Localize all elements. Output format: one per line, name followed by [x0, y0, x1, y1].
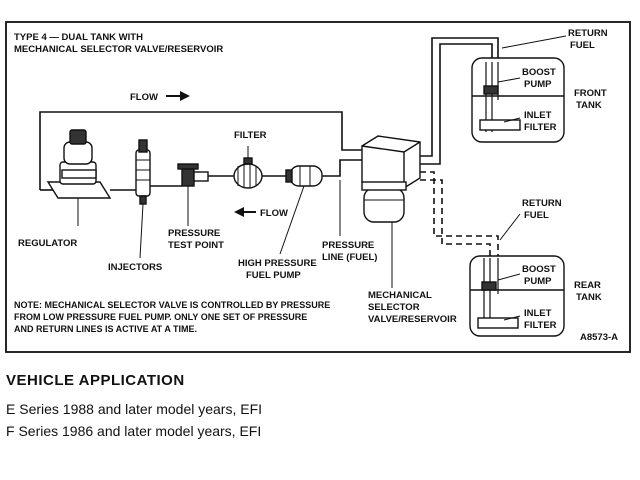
flow-label-top: FLOW: [130, 92, 158, 103]
pressure-test-point-part: [177, 163, 209, 187]
selector-valve-reservoir-part: [361, 135, 421, 223]
front-boost-label-2: PUMP: [524, 79, 552, 90]
note-line-2: FROM LOW PRESSURE FUEL PUMP. ONLY ONE SE…: [14, 312, 307, 322]
pressure-test-point-label-1: PRESSURE: [168, 228, 220, 239]
rear-boost-label-2: PUMP: [524, 276, 552, 287]
front-return-pipe: [420, 37, 499, 157]
vehicle-application-heading: VEHICLE APPLICATION: [6, 372, 185, 389]
front-boost-label-1: BOOST: [522, 67, 556, 78]
front-inlet-label-1: INLET: [524, 110, 552, 121]
rear-tank-label-2: TANK: [576, 292, 602, 303]
application-line-e-series: E Series 1988 and later model years, EFI: [6, 401, 263, 417]
front-tank-label-1: FRONT: [574, 88, 607, 99]
rear-tank-part: [469, 255, 565, 337]
filter-label: FILTER: [234, 130, 267, 141]
rear-return-label-1: RETURN: [522, 198, 562, 209]
high-pressure-pump-part: [285, 165, 323, 187]
vehicle-application-section: VEHICLE APPLICATION E Series 1988 and la…: [6, 372, 626, 445]
front-tank-part: [471, 57, 565, 143]
flow-arrow-right-icon: [166, 91, 190, 101]
rear-inlet-label-1: INLET: [524, 308, 552, 319]
diagram-border: [5, 21, 631, 353]
rear-boost-label-1: BOOST: [522, 264, 556, 275]
front-return-label-1: RETURN: [568, 28, 608, 39]
hp-pump-label-2: FUEL PUMP: [246, 270, 301, 281]
selector-label-2: SELECTOR: [368, 302, 420, 313]
diagram-title-line-1: TYPE 4 — DUAL TANK WITH: [14, 32, 143, 43]
rear-supply-pipe: [420, 179, 491, 256]
flow-arrow-left-icon: [234, 207, 256, 217]
note-line-3: AND RETURN LINES IS ACTIVE AT A TIME.: [14, 324, 197, 334]
figure-code: A8573-A: [580, 332, 618, 343]
front-inlet-label-2: FILTER: [524, 122, 557, 133]
front-tank-label-2: TANK: [576, 100, 602, 111]
regulator-part: [46, 129, 112, 199]
pressure-line-pipe: [322, 159, 362, 177]
pressure-line-label-1: PRESSURE: [322, 240, 374, 251]
pressure-line-label-2: LINE (FUEL): [322, 252, 377, 263]
rear-return-label-2: FUEL: [524, 210, 549, 221]
front-supply-pipe: [420, 43, 493, 165]
hp-pump-label-1: HIGH PRESSURE: [238, 258, 317, 269]
selector-label-3: VALVE/RESERVOIR: [368, 314, 457, 325]
note-line-1: NOTE: MECHANICAL SELECTOR VALVE IS CONTR…: [14, 300, 330, 310]
pressure-test-point-label-2: TEST POINT: [168, 240, 224, 251]
flow-label-bottom: FLOW: [260, 208, 288, 219]
diagram-title-line-2: MECHANICAL SELECTOR VALVE/RESERVOIR: [14, 44, 223, 55]
injectors-label: INJECTORS: [108, 262, 162, 273]
rear-tank-label-1: REAR: [574, 280, 601, 291]
rear-inlet-label-2: FILTER: [524, 320, 557, 331]
application-line-f-series: F Series 1986 and later model years, EFI: [6, 423, 262, 439]
front-return-label-2: FUEL: [570, 40, 595, 51]
injectors-part: [135, 139, 151, 205]
filter-part: [233, 157, 263, 189]
regulator-label: REGULATOR: [18, 238, 77, 249]
selector-label-1: MECHANICAL: [368, 290, 432, 301]
return-line-to-regulator: [39, 111, 362, 190]
